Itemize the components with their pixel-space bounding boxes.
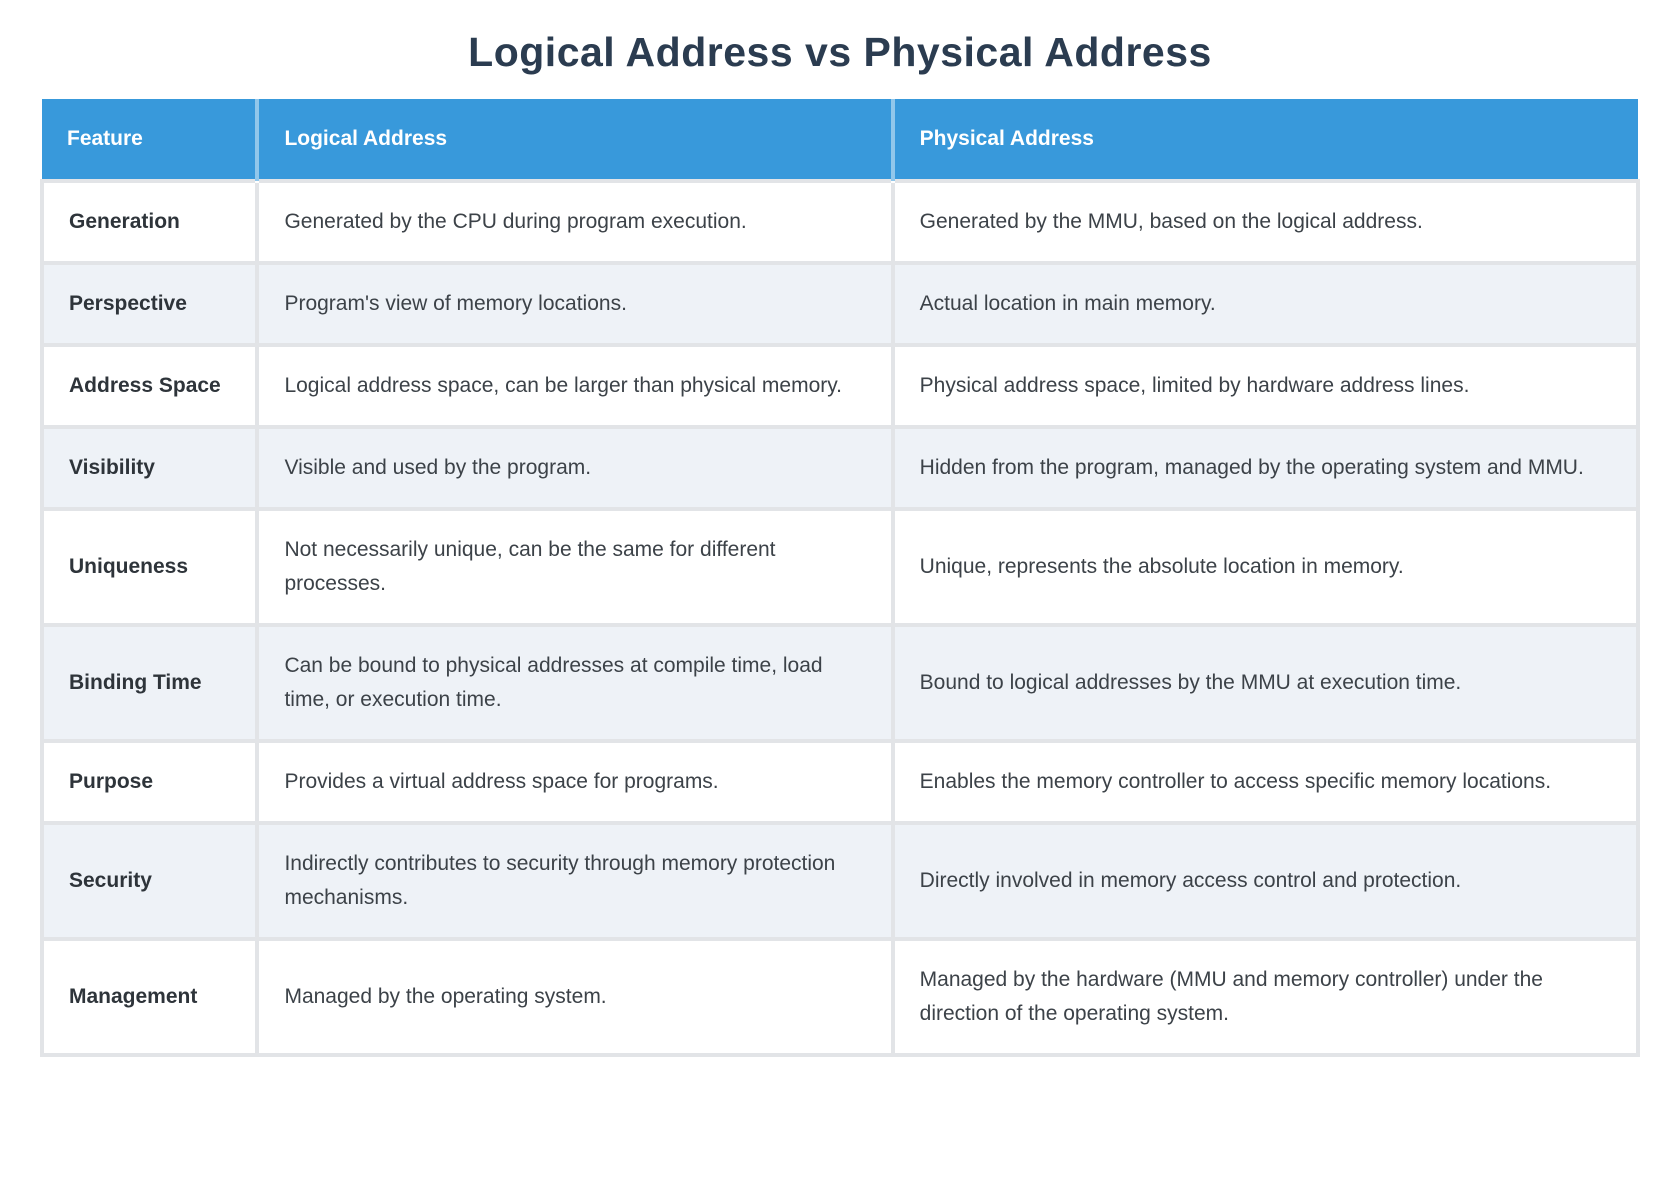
- physical-cell: Directly involved in memory access contr…: [890, 821, 1641, 942]
- logical-cell: Can be bound to physical addresses at co…: [255, 623, 895, 744]
- physical-cell: Unique, represents the absolute location…: [890, 507, 1641, 628]
- header-row: Feature Logical Address Physical Address: [42, 99, 1638, 182]
- feature-cell: Generation: [39, 179, 260, 266]
- column-header-logical-address: Logical Address: [257, 99, 895, 182]
- logical-cell: Generated by the CPU during program exec…: [255, 179, 895, 266]
- physical-cell: Bound to logical addresses by the MMU at…: [890, 623, 1641, 744]
- page-title: Logical Address vs Physical Address: [468, 29, 1212, 75]
- comparison-table-container: Feature Logical Address Physical Address…: [39, 99, 1641, 1058]
- table-row-uniqueness: Uniqueness Not necessarily unique, can b…: [39, 507, 1641, 628]
- logical-cell: Not necessarily unique, can be the same …: [255, 507, 895, 628]
- table-header: Feature Logical Address Physical Address: [42, 99, 1638, 182]
- logical-cell: Indirectly contributes to security throu…: [255, 821, 895, 942]
- feature-cell: Binding Time: [39, 623, 260, 744]
- feature-cell: Security: [39, 821, 260, 942]
- logical-cell: Provides a virtual address space for pro…: [255, 739, 895, 826]
- logical-cell: Logical address space, can be larger tha…: [255, 343, 895, 430]
- comparison-table: Feature Logical Address Physical Address…: [39, 99, 1641, 1058]
- table-row-management: Management Managed by the operating syst…: [39, 937, 1641, 1058]
- table-row-security: Security Indirectly contributes to secur…: [39, 821, 1641, 942]
- physical-cell: Managed by the hardware (MMU and memory …: [890, 937, 1641, 1058]
- feature-cell: Address Space: [39, 343, 260, 430]
- logical-cell: Managed by the operating system.: [255, 937, 895, 1058]
- physical-cell: Generated by the MMU, based on the logic…: [890, 179, 1641, 266]
- feature-cell: Perspective: [39, 261, 260, 348]
- table-row-perspective: Perspective Program's view of memory loc…: [39, 261, 1641, 348]
- logical-cell: Visible and used by the program.: [255, 425, 895, 512]
- feature-cell: Visibility: [39, 425, 260, 512]
- physical-cell: Enables the memory controller to access …: [890, 739, 1641, 826]
- physical-cell: Hidden from the program, managed by the …: [890, 425, 1641, 512]
- feature-cell: Management: [39, 937, 260, 1058]
- table-row-purpose: Purpose Provides a virtual address space…: [39, 739, 1641, 826]
- physical-cell: Actual location in main memory.: [890, 261, 1641, 348]
- physical-cell: Physical address space, limited by hardw…: [890, 343, 1641, 430]
- feature-cell: Purpose: [39, 739, 260, 826]
- logical-cell: Program's view of memory locations.: [255, 261, 895, 348]
- table-row-visibility: Visibility Visible and used by the progr…: [39, 425, 1641, 512]
- table-row-generation: Generation Generated by the CPU during p…: [39, 179, 1641, 266]
- table-body: Generation Generated by the CPU during p…: [39, 179, 1641, 1058]
- column-header-physical-address: Physical Address: [892, 99, 1638, 182]
- table-row-binding-time: Binding Time Can be bound to physical ad…: [39, 623, 1641, 744]
- table-row-address-space: Address Space Logical address space, can…: [39, 343, 1641, 430]
- column-header-feature: Feature: [42, 99, 260, 182]
- feature-cell: Uniqueness: [39, 507, 260, 628]
